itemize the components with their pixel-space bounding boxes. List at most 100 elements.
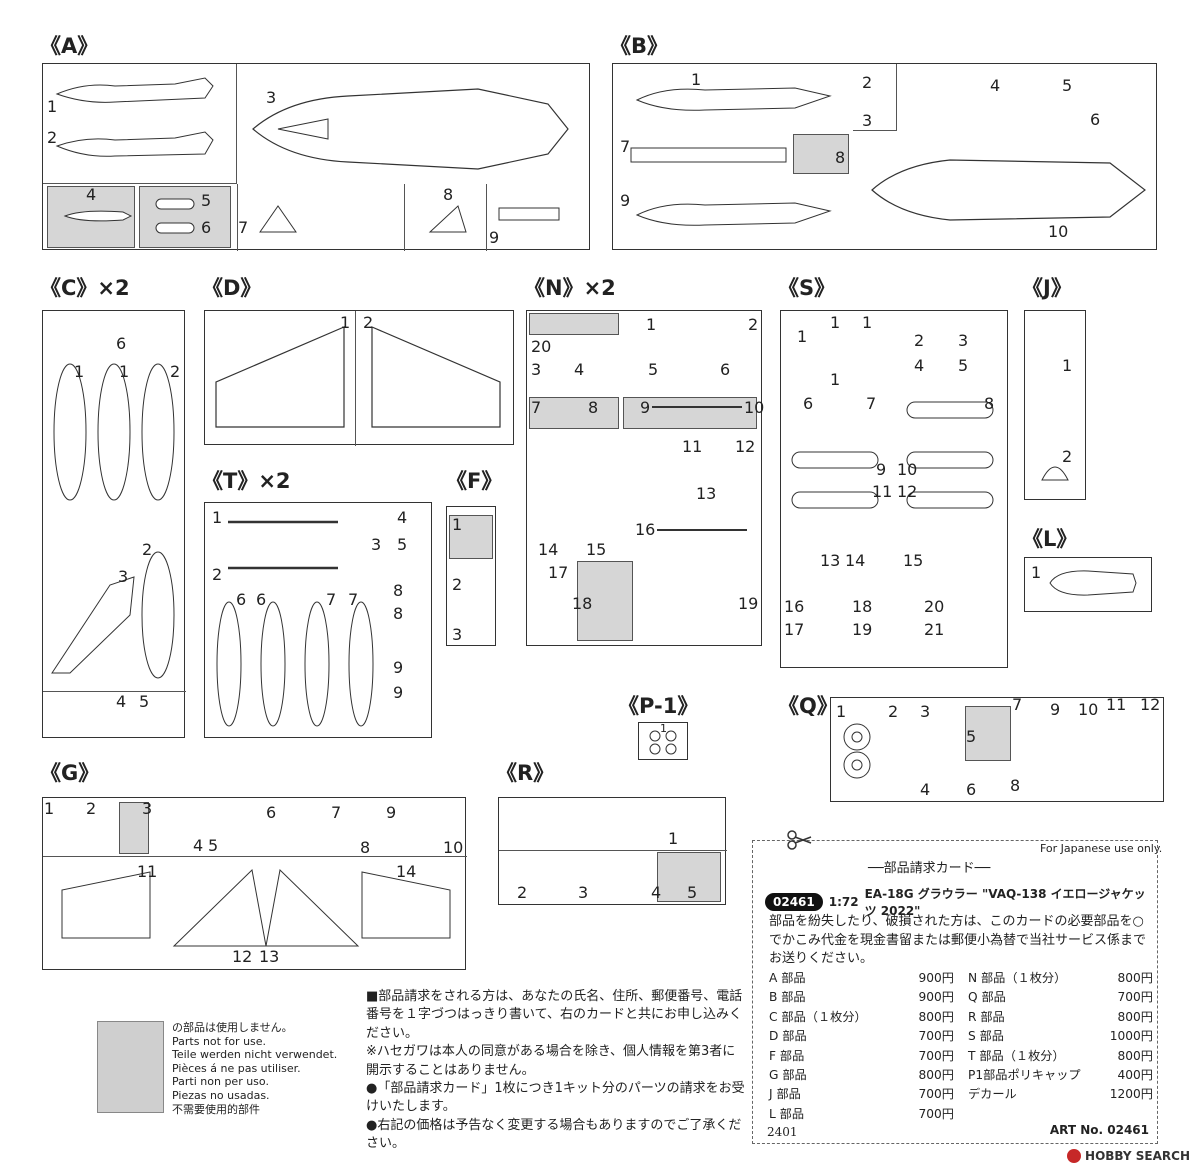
price-value: 400円 — [1117, 1068, 1153, 1083]
cockpit-tub-b7 — [630, 147, 787, 163]
pylon-c3 — [51, 576, 135, 674]
sprue-c — [42, 310, 186, 738]
small-tank-6 — [155, 222, 195, 234]
price-value: 1000円 — [1109, 1029, 1153, 1044]
price-row: S 部品 1000円 — [968, 1027, 1153, 1046]
card-instructions: 部品を紛失したり、破損された方は、このカードの必要部品を○でかこみ代金を現金書留… — [769, 914, 1147, 967]
sprue-label-s: 《S》 — [778, 276, 836, 300]
fin-7 — [259, 205, 297, 233]
nose-cone — [63, 210, 133, 222]
hobby-search-logo-icon — [1067, 1149, 1082, 1163]
sprue-label-a: 《A》 — [40, 34, 99, 58]
polycap-p1 — [649, 730, 677, 755]
wing-d2 — [371, 326, 501, 428]
sprue-label-n: 《N》×2 — [524, 276, 616, 300]
product-name: EA-18G グラウラー "VAQ-138 イエロージャケッツ 2022" — [864, 887, 1146, 918]
price-row: デカール 1200円 — [968, 1085, 1153, 1104]
sprue-f — [446, 506, 496, 646]
price-value: 800円 — [918, 1068, 954, 1083]
unused-parts-swatch — [97, 1021, 164, 1113]
fuselage-half-left — [55, 77, 214, 103]
price-value: 800円 — [1117, 1009, 1153, 1024]
unused-parts-legend: の部品は使用しません。 Parts not for use. Teile wer… — [172, 1021, 338, 1116]
price-part: C 部品（１枚分） — [769, 1009, 867, 1024]
exhaust-9 — [498, 207, 560, 221]
fuselage-half-right — [55, 131, 214, 157]
pod-s11 — [791, 491, 879, 509]
price-value: 800円 — [1117, 971, 1153, 985]
flap-g12 — [172, 868, 267, 947]
sprue-label-r: 《R》 — [496, 761, 555, 785]
parts-order-card: ──部品請求カード── 02461 1:72 EA-18G グラウラー "VAQ… — [752, 830, 1158, 1144]
launcher-t6b — [260, 601, 286, 727]
price-part: L 部品 — [769, 1106, 805, 1121]
product-code-badge: 02461 — [765, 893, 823, 911]
price-part: A 部品 — [769, 971, 806, 985]
price-part: Q 部品 — [968, 990, 1006, 1005]
wheel-q1a — [843, 723, 871, 751]
sprue-n — [526, 310, 762, 646]
japan-only-note: For Japanese use only. — [1040, 842, 1163, 855]
fuselage-b9 — [635, 202, 832, 226]
lower-fuselage-b10 — [871, 159, 1146, 221]
sprue-label-b: 《B》 — [610, 34, 669, 58]
price-part: G 部品 — [769, 1068, 807, 1083]
pod-s10 — [906, 451, 994, 469]
price-value: 700円 — [918, 1048, 954, 1063]
sprue-label-g: 《G》 — [40, 761, 100, 785]
price-value: 800円 — [918, 1009, 954, 1024]
card-title: ──部品請求カード── — [868, 861, 991, 876]
sprue-label-c: 《C》×2 — [40, 276, 130, 300]
price-part: D 部品 — [769, 1029, 807, 1044]
launcher-t7a — [304, 601, 330, 727]
price-part: J 部品 — [769, 1087, 801, 1102]
sprue-label-d: 《D》 — [202, 276, 262, 300]
price-row: C 部品（１枚分） 800円 — [769, 1008, 954, 1027]
drop-tank-c2b — [141, 551, 175, 679]
sprue-s — [780, 310, 1008, 668]
pod-s12 — [906, 491, 994, 509]
missile-n9 — [652, 406, 742, 408]
sprue-label-j: 《J》 — [1022, 276, 1072, 300]
launcher-t7b — [348, 601, 374, 727]
flap-g13 — [265, 868, 360, 947]
flap-g11 — [61, 871, 151, 939]
fuselage-b1 — [635, 87, 832, 111]
sprue-label-l: 《L》 — [1022, 527, 1078, 551]
sprue-j — [1024, 310, 1086, 500]
missile-t1 — [228, 520, 338, 524]
price-value: 700円 — [918, 1106, 954, 1121]
price-value: 1200円 — [1109, 1087, 1153, 1102]
sprue-q — [830, 697, 1164, 802]
launcher-t6a — [216, 601, 242, 727]
price-row: N 部品（１枚分）800円 — [968, 969, 1153, 988]
price-part: デカール — [968, 1087, 1017, 1102]
price-part: T 部品（１枚分） — [968, 1048, 1065, 1063]
sprue-label-t: 《T》×2 — [202, 469, 291, 493]
scissors-icon — [787, 830, 812, 850]
price-value: 900円 — [918, 990, 954, 1005]
price-part: R 部品 — [968, 1009, 1005, 1024]
price-row: T 部品（１枚分） 800円 — [968, 1047, 1153, 1066]
sprue-a — [42, 63, 590, 251]
sprue-label-f: 《F》 — [446, 469, 503, 493]
price-value: 800円 — [1117, 1048, 1153, 1063]
flap-g14 — [361, 871, 451, 939]
drop-tank-c1b — [97, 363, 131, 501]
price-row: F 部品 700円 — [769, 1047, 954, 1066]
price-part: F 部品 — [769, 1048, 805, 1063]
price-part: S 部品 — [968, 1029, 1004, 1044]
art-number: ART No. 02461 — [1049, 1123, 1149, 1137]
price-row: R 部品 800円 — [968, 1008, 1153, 1027]
price-value: 900円 — [918, 971, 954, 985]
sprue-t — [204, 502, 432, 738]
fin-8 — [428, 205, 467, 233]
small-tank-5 — [155, 198, 195, 210]
hobby-search-watermark: HOBBY SEARCH — [1067, 1149, 1190, 1163]
